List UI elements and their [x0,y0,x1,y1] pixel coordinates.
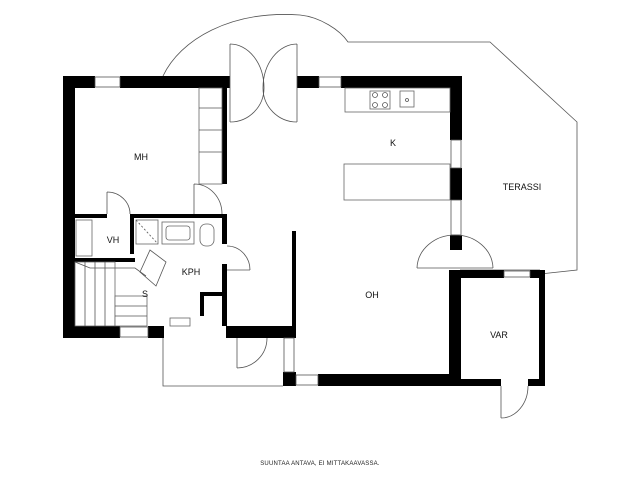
room-labels: MH K TERASSI VH KPH S OH VAR [107,138,542,340]
room-label-s: S [142,289,148,299]
room-label-var: VAR [490,330,508,340]
exterior-walls [63,76,545,386]
room-label-k: K [390,138,396,148]
doors [106,43,529,419]
interior-walls [75,88,296,338]
room-label-vh: VH [107,235,120,245]
windows [94,76,531,386]
vh-shelf [75,219,93,257]
kitchen [343,87,451,201]
entrance-landing [162,336,283,387]
room-label-terassi: TERASSI [503,182,542,192]
scale-disclaimer: SUUNTAA ANTAVA, EI MITTAKAAVASSA. [260,461,380,467]
sauna-benches [74,261,148,327]
room-label-kph: KPH [182,267,201,277]
bathroom-fixtures [135,219,215,327]
room-label-oh: OH [365,290,379,300]
room-label-mh: MH [134,152,148,162]
wardrobe [198,87,223,185]
